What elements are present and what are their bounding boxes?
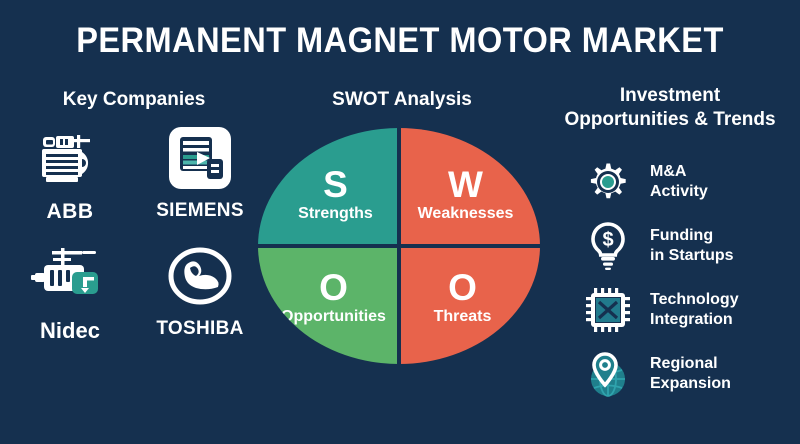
investment-label-line2: Activity: [650, 183, 708, 200]
swot-chart: S Strengths W Weaknesses O Opportunities…: [258, 128, 540, 364]
microchip-icon: [578, 285, 638, 335]
investment-list: M&A Activity $ Funding in Startups: [578, 150, 800, 406]
investment-heading-line2: Opportunities & Trends: [564, 109, 776, 130]
company-label: Nidec: [40, 318, 100, 343]
swot-quadrant-strengths[interactable]: S Strengths: [258, 128, 399, 246]
swot-quadrant-label: Threats: [433, 308, 492, 325]
investment-label-line1: Technology: [650, 291, 739, 308]
investment-label-line1: Funding: [650, 227, 714, 244]
company-nidec[interactable]: Nidec: [6, 240, 134, 352]
generator-machine-icon: [30, 240, 110, 312]
investment-item-label: Technology Integration: [650, 290, 739, 330]
company-toshiba[interactable]: TOSHIBA: [136, 240, 264, 352]
swot-heading: SWOT Analysis: [332, 89, 472, 110]
page-title: PERMANENT MAGNET MOTOR MARKET: [76, 21, 724, 60]
company-siemens[interactable]: SIEMENS: [136, 122, 264, 234]
location-pin-globe-icon: [578, 349, 638, 399]
swot-quadrant-letter: O: [448, 267, 477, 308]
investment-label-line1: M&A: [650, 163, 687, 180]
investment-item-label: M&A Activity: [650, 162, 708, 202]
company-abb[interactable]: ABB: [6, 122, 134, 234]
company-label: ABB: [46, 200, 94, 223]
key-companies-heading: Key Companies: [62, 89, 206, 110]
flexed-arm-circle-icon: [167, 240, 233, 312]
swot-quadrant-label: Opportunities: [281, 308, 386, 325]
investment-item-ma-activity[interactable]: M&A Activity: [578, 150, 800, 214]
swot-quadrant-letter: O: [319, 267, 348, 308]
investment-label-line2: Integration: [650, 311, 733, 328]
investment-item-technology-integration[interactable]: Technology Integration: [578, 278, 800, 342]
swot-quadrant-threats[interactable]: O Threats: [399, 246, 540, 364]
company-label: TOSHIBA: [156, 318, 244, 339]
swot-quadrant-label: Strengths: [298, 205, 373, 222]
lightbulb-dollar-icon: $: [578, 221, 638, 271]
investment-item-regional-expansion[interactable]: Regional Expansion: [578, 342, 800, 406]
electric-motor-icon: [33, 122, 107, 194]
key-companies-group: ABB SIEMENS: [6, 122, 264, 352]
company-label: SIEMENS: [156, 200, 244, 221]
investment-label-line2: in Startups: [650, 247, 734, 264]
investment-label-line1: Regional: [650, 355, 718, 372]
swot-quadrant-letter: S: [323, 164, 348, 205]
investment-heading: Investment Opportunities & Trends: [540, 84, 800, 132]
svg-text:$: $: [602, 229, 613, 251]
swot-quadrant-weaknesses[interactable]: W Weaknesses: [399, 128, 540, 246]
document-chart-badge-icon: [167, 122, 233, 194]
investment-item-label: Regional Expansion: [650, 354, 731, 394]
investment-item-label: Funding in Startups: [650, 226, 734, 266]
gear-icon: [578, 158, 638, 206]
investment-item-funding-startups[interactable]: $ Funding in Startups: [578, 214, 800, 278]
swot-quadrant-label: Weaknesses: [417, 205, 514, 222]
swot-quadrant-letter: W: [448, 164, 483, 205]
investment-heading-line1: Investment: [619, 85, 721, 106]
swot-quadrant-opportunities[interactable]: O Opportunities: [258, 246, 399, 364]
swot-horizontal-divider: [258, 244, 540, 248]
investment-label-line2: Expansion: [650, 375, 731, 392]
